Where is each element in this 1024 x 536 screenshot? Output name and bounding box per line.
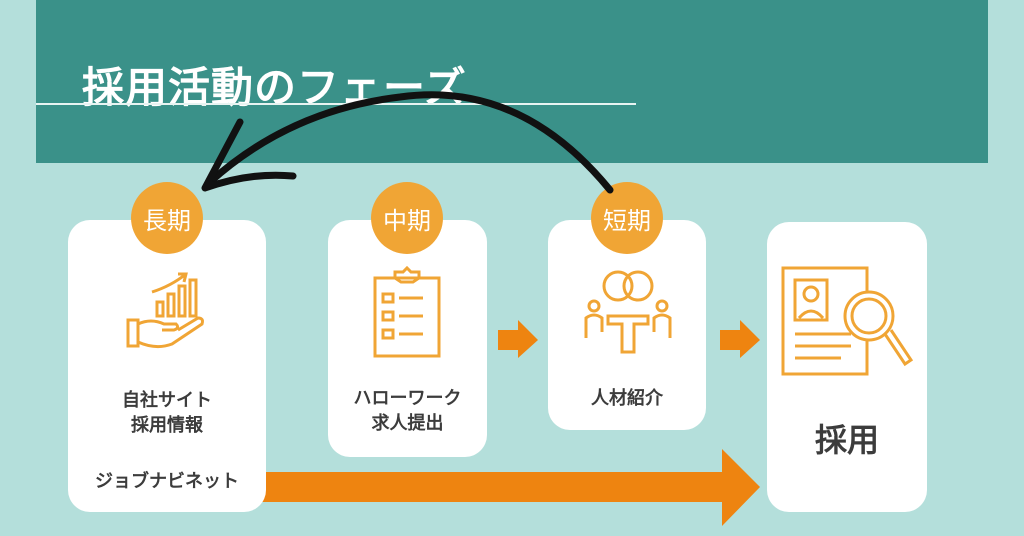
result-label: 採用 (814, 421, 879, 459)
badge-long: 長期 (131, 182, 203, 254)
clipboard-checklist-icon (373, 265, 441, 358)
small-arrow-1 (498, 320, 538, 358)
resume-magnifier-icon (781, 266, 914, 376)
title-underline (36, 103, 636, 105)
long-term-arrow-shape (262, 449, 760, 526)
phase-label-line-1: 人材紹介 (591, 388, 663, 409)
phase-card-short: 人材紹介 (548, 220, 706, 430)
result-card: 採用 (767, 222, 927, 512)
hand-growth-chart-icon (126, 272, 204, 349)
phase-extra-label: ジョブナビネット (95, 471, 239, 492)
cycle-arrow-curve (206, 91, 614, 194)
small-arrow-2 (720, 320, 760, 358)
phase-label-line-1: ハローワーク (353, 388, 462, 409)
phase-label-line-2: 採用情報 (131, 415, 203, 436)
phase-card-mid: ハローワーク 求人提出 (328, 220, 487, 457)
phase-card-long: 自社サイト 採用情報 ジョブナビネット (68, 220, 266, 512)
phase-label-line-2: 求人提出 (371, 413, 444, 434)
cycle-arrow-head (201, 118, 297, 192)
badge-short: 短期 (591, 182, 663, 254)
meeting-table-icon (584, 270, 672, 354)
phase-label-line-1: 自社サイト (122, 390, 212, 411)
badge-mid: 中期 (371, 182, 443, 254)
header-banner (36, 0, 988, 163)
